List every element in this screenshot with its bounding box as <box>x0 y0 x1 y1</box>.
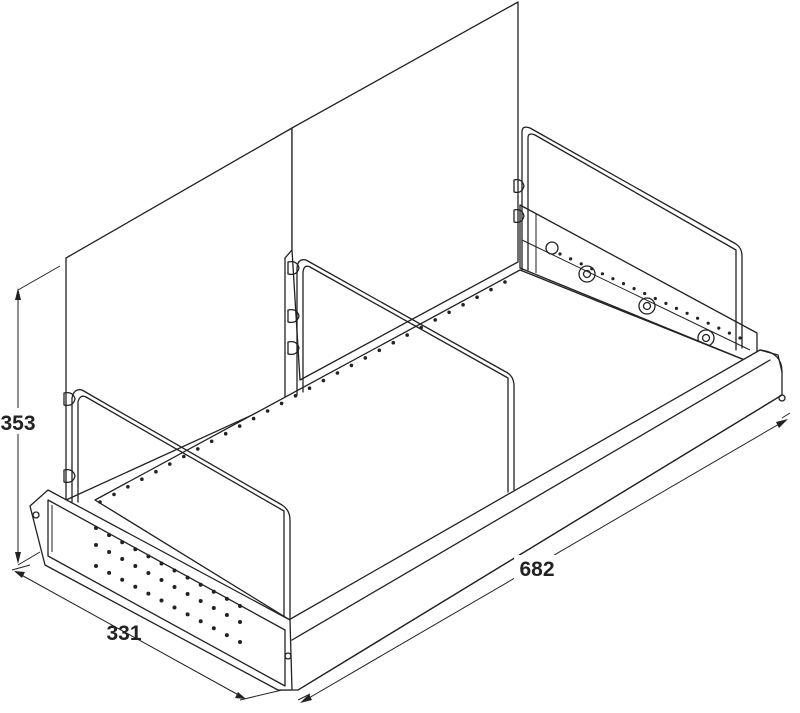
front-perforation-hole <box>224 596 229 601</box>
floor-perforation-hole <box>279 401 284 406</box>
front-perforation-hole <box>238 604 242 608</box>
floor-perforation-hole <box>461 303 465 307</box>
front-perforation-hole <box>198 619 203 624</box>
front-perforation-hole <box>211 626 216 631</box>
front-perforation-hole <box>107 550 112 554</box>
rail-perforation-hole <box>717 326 721 330</box>
rail-perforation-hole <box>590 267 594 271</box>
front-perforation-hole <box>211 606 216 610</box>
front-perforation-hole <box>185 575 190 580</box>
front-perforation-hole <box>238 620 242 624</box>
rail-perforation-hole <box>643 291 647 296</box>
rail-perforation-hole <box>558 252 562 256</box>
front-perforation-hole <box>238 640 242 644</box>
rail-perforation-hole <box>696 316 700 320</box>
dimension-depth: 682 <box>297 412 791 703</box>
floor-perforation-hole <box>182 454 186 459</box>
front-perforation-hole <box>224 633 229 638</box>
front-perforation-hole <box>172 568 177 573</box>
front-perforation-hole <box>159 598 164 603</box>
rail-perforation-hole <box>727 331 732 335</box>
front-perforation-hole <box>94 526 98 530</box>
front-perforation-hole <box>159 578 164 582</box>
front-perforation-hole <box>120 557 125 561</box>
rail-perforation-hole <box>569 257 573 261</box>
dimension-depth-label: 682 <box>519 558 554 581</box>
rail-perforation-hole <box>600 272 605 276</box>
floor-perforation-hole <box>447 310 451 315</box>
front-perforation-hole <box>146 591 151 596</box>
floor-perforation-hole <box>405 333 410 337</box>
floor-perforation-hole <box>126 485 130 489</box>
rail-perforation-hole <box>653 296 657 301</box>
front-perforation-hole <box>185 612 190 617</box>
front-perforation-hole <box>94 543 98 547</box>
floor-perforation-hole <box>433 318 438 322</box>
front-perforation-hole <box>107 570 112 575</box>
floor-perforation-hole <box>363 356 368 360</box>
floor-perforation-hole <box>237 424 242 428</box>
front-perforation-hole <box>133 547 138 552</box>
rail-perforation-hole <box>632 287 636 291</box>
front-perforation-hole <box>224 613 229 617</box>
front-perforation-hole <box>198 582 203 587</box>
dimension-width: 331 <box>11 564 283 701</box>
floor-perforation-hole <box>391 340 396 345</box>
front-perforation-hole <box>198 599 203 603</box>
floor-perforation-hole <box>168 462 172 466</box>
floor-perforation-hole <box>321 378 326 383</box>
front-perforation-hole <box>172 585 177 589</box>
dimension-height-label: 353 <box>0 412 35 435</box>
front-perforation-hole <box>120 540 125 545</box>
floor-perforation-hole <box>475 295 479 300</box>
front-short-panel <box>29 489 293 691</box>
front-perforation-hole <box>133 564 138 568</box>
floor-perforation-hole <box>251 416 256 421</box>
rail-perforation-hole <box>685 311 689 315</box>
rail-perforation-hole <box>611 277 615 281</box>
floor-perforation-hole <box>489 287 493 292</box>
floor-perforation-hole <box>223 431 228 436</box>
floor-perforation-hole <box>349 363 354 368</box>
rail-perforation-hole <box>674 306 679 310</box>
right-side-rail <box>519 204 758 366</box>
floor-perforation-hole <box>377 348 382 353</box>
front-perforation-hole <box>159 561 164 566</box>
floor-perforation-hole <box>98 500 102 504</box>
rail-perforation-hole <box>579 262 583 266</box>
wire-divider-front-left <box>63 389 291 621</box>
back-panel-right <box>291 1 519 381</box>
rail-perforation-hole <box>706 321 710 325</box>
rail-perforation-hole <box>621 282 626 286</box>
front-perforation-hole <box>133 584 138 589</box>
floor-perforation-hole <box>307 386 312 391</box>
floor-perforation-hole <box>140 477 144 482</box>
front-perforation-hole <box>211 589 216 594</box>
floor-perforation-hole <box>335 371 340 375</box>
floor-perforation-hole <box>154 469 158 474</box>
wire-divider-back-right <box>513 126 743 351</box>
dimension-width-label: 331 <box>106 622 141 645</box>
dimension-height: 353 <box>0 265 61 566</box>
front-perforation-hole <box>146 571 151 575</box>
floor-perforation-hole <box>196 447 200 451</box>
floor-perforation-hole <box>265 409 270 413</box>
floor-perforation-hole <box>112 492 116 497</box>
wire-divider-middle <box>287 259 515 493</box>
front-perforation-hole <box>146 554 151 559</box>
front-perforation-hole <box>185 592 190 596</box>
floor-perforation-hole <box>209 439 214 444</box>
rail-perforation-hole <box>738 336 742 340</box>
front-perforation-hole <box>172 605 177 610</box>
floor-perforation-hole <box>503 280 507 284</box>
rail-perforation-hole <box>664 301 668 305</box>
front-perforation-hole <box>120 577 125 582</box>
front-perforation-hole <box>107 533 112 538</box>
front-perforation-hole <box>94 564 98 568</box>
